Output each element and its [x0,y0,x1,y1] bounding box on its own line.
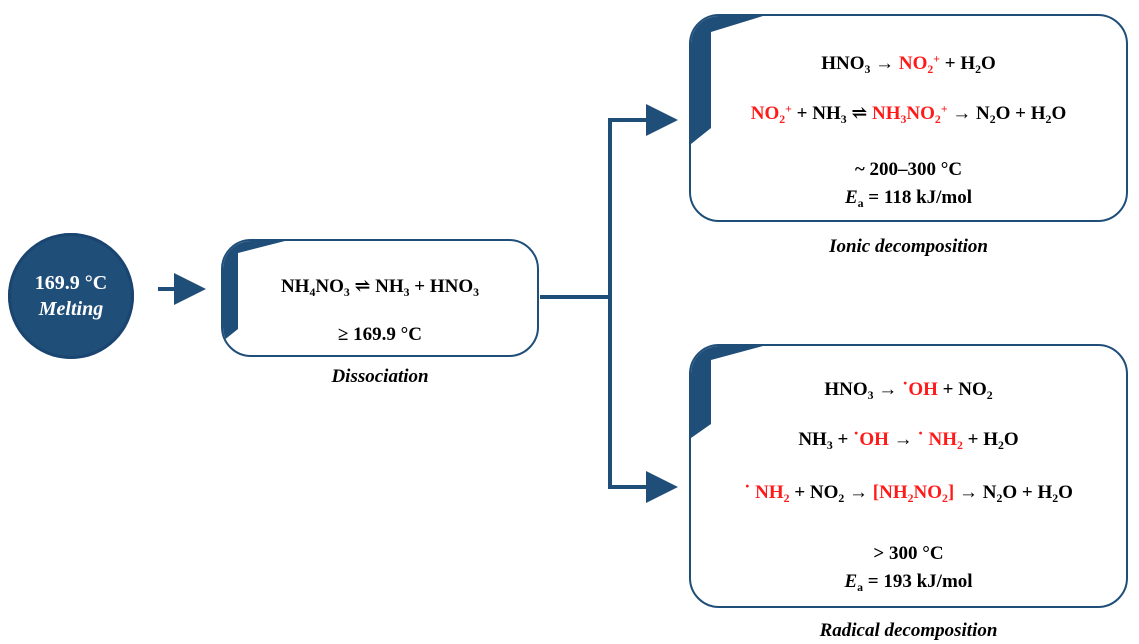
melting-node: 169.9 °C Melting [8,233,134,359]
ionic-activation-energy: Ea = 118 kJ/mol [844,187,973,211]
radical-equation-1: HNO3 → ˙OH + NO2 [824,379,993,403]
melting-label: Melting [38,298,104,320]
radical-equation-3: ˙ NH2 + NO2 → [NH2NO2] → N2O + H2O [744,482,1073,506]
radical-box: HNO3 → ˙OH + NO2 NH3 + ˙OH → ˙ NH2 + H2O… [689,344,1128,608]
dissociation-condition: ≥ 169.9 °C [338,324,422,345]
radical-caption: Radical decomposition [819,620,998,641]
ionic-caption: Ionic decomposition [829,236,988,257]
to-ionic-arrow [608,104,678,297]
ionic-temperature: ~ 200–300 °C [854,159,963,180]
radical-equation-2: NH3 + ˙OH → ˙ NH2 + H2O [798,429,1019,453]
corner-tab-icon [691,16,763,144]
dissociation-equation: NH4NO3 ⇌ NH3 + HNO3 [280,276,480,300]
radical-activation-energy: Ea = 193 kJ/mol [844,571,973,595]
ionic-box: HNO3 → NO2+ + H2O NO2+ + NH3 ⇌ NH3NO2+ →… [689,14,1128,222]
corner-tab-icon [691,346,763,438]
melting-temp: 169.9 °C [34,272,108,294]
corner-tab-icon [223,241,285,341]
ionic-equation-2: NO2+ + NH3 ⇌ NH3NO2+ → N2O + H2O [750,102,1067,127]
dissociation-caption: Dissociation [331,366,429,387]
dissociation-box: NH4NO3 ⇌ NH3 + HNO3 ≥ 169.9 °C [221,239,539,357]
ionic-equation-1: HNO3 → NO2+ + H2O [821,52,996,77]
radical-temperature: > 300 °C [873,543,944,564]
to-radical-arrow [608,297,678,503]
